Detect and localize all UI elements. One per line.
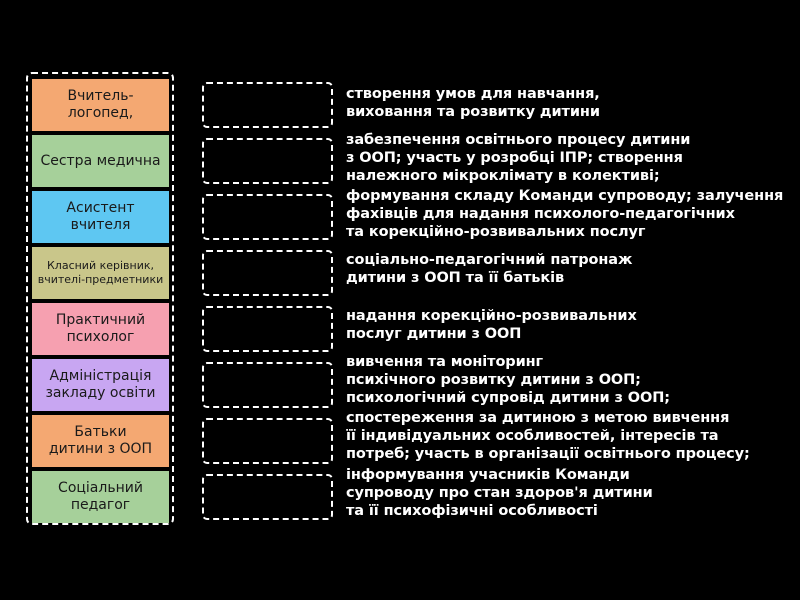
tile-label: Сестра медична (40, 152, 161, 169)
description-text: формування складу Команди супроводу; зал… (346, 188, 784, 240)
tile-label: Асистент вчителя (66, 200, 135, 233)
description-text: забезпечення освітнього процесу дитини з… (346, 132, 691, 184)
description-text: вивчення та моніторинг психічного розвит… (346, 354, 670, 406)
drop-slot[interactable] (202, 362, 333, 408)
drop-slot[interactable] (202, 306, 333, 352)
description-text: надання корекційно-розвивальних послуг д… (346, 308, 637, 342)
description-text: інформування учасників Команди супроводу… (346, 467, 653, 519)
tile-label: Вчитель-логопед, (67, 88, 134, 121)
tile-label: Соціальний педагог (58, 480, 143, 513)
draggable-tile[interactable]: Класний керівник, вчителі-предметники (32, 247, 169, 299)
draggable-tile[interactable]: Сестра медична (32, 135, 169, 187)
drop-slot[interactable] (202, 250, 333, 296)
drop-slot[interactable] (202, 474, 333, 520)
tile-label: Класний керівник, вчителі-предметники (37, 259, 164, 286)
draggable-tile[interactable]: Асистент вчителя (32, 191, 169, 243)
draggable-tile[interactable]: Практичний психолог (32, 303, 169, 355)
draggable-tile[interactable]: Соціальний педагог (32, 471, 169, 523)
draggable-tile[interactable]: Батьки дитини з ООП (32, 415, 169, 467)
draggable-tile[interactable]: Вчитель-логопед, (32, 79, 169, 131)
tile-label: Практичний психолог (55, 312, 146, 345)
drop-slot[interactable] (202, 138, 333, 184)
tile-label: Батьки дитини з ООП (48, 424, 153, 457)
draggable-tile[interactable]: Адміністрація закладу освіти (32, 359, 169, 411)
tile-pool (26, 72, 174, 525)
description-text: соціально-педагогічний патронаж дитини з… (346, 252, 633, 286)
description-text: створення умов для навчання, виховання т… (346, 86, 600, 120)
drop-slot[interactable] (202, 418, 333, 464)
tile-label: Адміністрація закладу освіти (45, 368, 156, 401)
drop-slot[interactable] (202, 194, 333, 240)
drop-slot[interactable] (202, 82, 333, 128)
description-text: спостереження за дитиною з метою вивченн… (346, 410, 750, 462)
